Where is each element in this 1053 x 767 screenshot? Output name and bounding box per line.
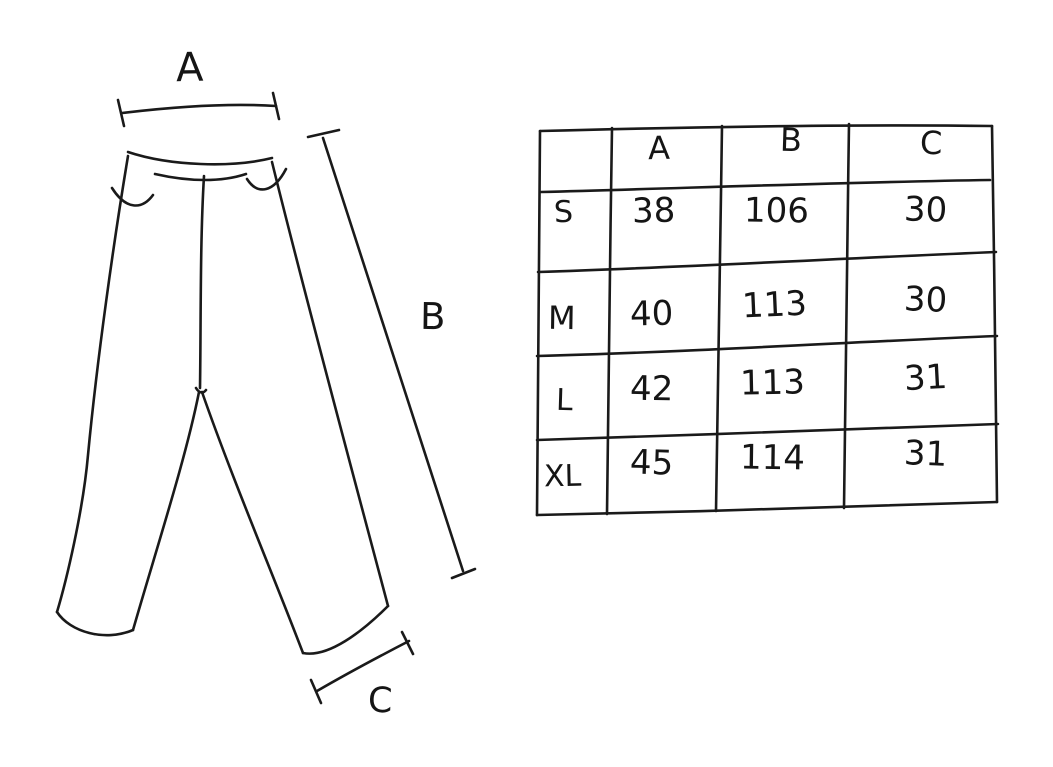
- table-header-c: C: [919, 123, 943, 163]
- size-table-grid: [535, 122, 1000, 517]
- table-col-line-1: [605, 126, 614, 516]
- dimension-a-tick-right: [271, 91, 281, 121]
- dimension-c-label: C: [367, 680, 394, 722]
- table-row-line-1: [539, 178, 992, 194]
- table-row-line-4: [535, 422, 1000, 442]
- cell-s-a: 38: [631, 190, 676, 232]
- table-border-bottom: [535, 500, 999, 517]
- table-col-line-3: [842, 122, 851, 510]
- table-border-right: [990, 124, 999, 504]
- dimension-c-tick-right: [400, 630, 415, 656]
- left-inner-seam: [131, 390, 201, 632]
- table-header-a: A: [647, 128, 671, 168]
- right-pocket-arc: [245, 167, 288, 191]
- dimension-a-tick-left: [116, 98, 126, 128]
- table-border-left: [535, 129, 542, 517]
- cell-l-b: 113: [739, 362, 806, 404]
- cell-m-b: 113: [741, 283, 808, 327]
- dimension-b-tick-top: [306, 128, 341, 139]
- cell-s-b: 106: [743, 190, 810, 232]
- pants-sketch: [55, 150, 390, 655]
- cell-m-a: 40: [629, 293, 674, 335]
- dimension-b-label: B: [419, 294, 446, 339]
- dimension-b-line: [321, 136, 465, 573]
- dimension-a: [116, 91, 281, 128]
- cell-s-c: 30: [903, 189, 948, 231]
- table-header-b: B: [779, 120, 803, 160]
- table-row-line-2: [536, 250, 998, 274]
- dimension-c-line: [315, 639, 411, 693]
- waistband-line: [126, 150, 274, 166]
- cell-l-a: 42: [629, 368, 674, 410]
- cell-m-c: 30: [903, 279, 949, 321]
- dimension-c-tick-left: [309, 678, 323, 705]
- dimension-c: [309, 630, 415, 705]
- size-label-l: L: [555, 382, 574, 419]
- dimension-a-label: A: [175, 44, 204, 92]
- left-hem: [55, 610, 135, 637]
- table-border-top: [538, 124, 994, 133]
- right-inner-seam: [200, 390, 305, 655]
- belt-line: [153, 172, 248, 182]
- left-pocket-arc: [110, 186, 155, 207]
- cell-xl-a: 45: [629, 442, 674, 484]
- right-outer-seam: [270, 160, 390, 608]
- dimension-b: [306, 128, 477, 580]
- size-label-s: S: [553, 194, 574, 231]
- size-label-m: M: [547, 298, 576, 338]
- cell-xl-b: 114: [739, 437, 806, 479]
- right-hem: [301, 604, 390, 655]
- table-row-line-3: [535, 334, 999, 358]
- dimension-b-tick-bottom: [450, 567, 477, 580]
- table-col-line-2: [714, 124, 724, 513]
- size-label-xl: XL: [543, 458, 582, 495]
- left-outer-seam: [55, 154, 130, 614]
- dimension-a-line: [120, 103, 278, 115]
- fly-line: [198, 174, 206, 390]
- cell-xl-c: 31: [903, 433, 949, 475]
- cell-l-c: 31: [902, 356, 949, 400]
